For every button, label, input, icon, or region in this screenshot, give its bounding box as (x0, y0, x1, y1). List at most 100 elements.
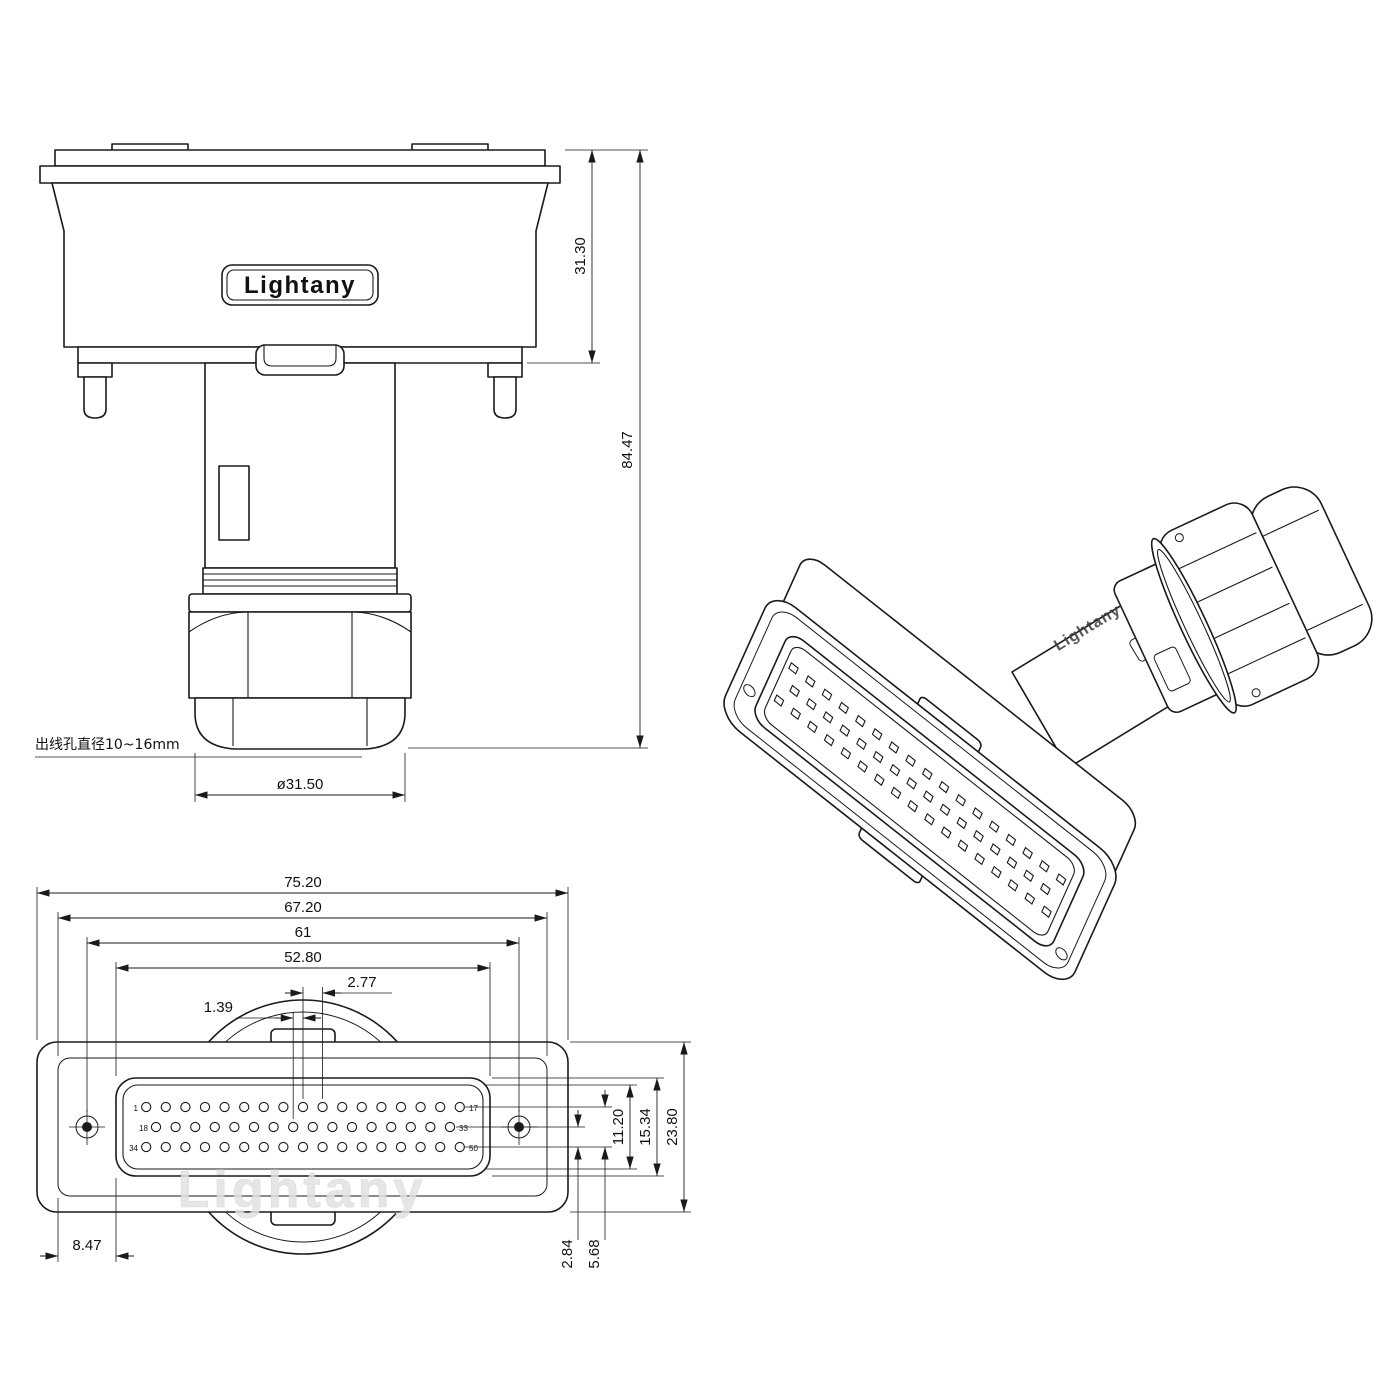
dim-edge-to-hole: 8.47 (72, 1237, 101, 1254)
pin (356, 1141, 367, 1153)
iso-pin (823, 712, 832, 723)
pin (435, 1101, 446, 1113)
pin-label-18: 18 (139, 1124, 148, 1133)
iso-pin (906, 755, 915, 766)
dim-row-gap: 2.84 (559, 1239, 576, 1268)
brand-plate (221, 264, 379, 306)
iso-pin (856, 716, 865, 727)
iso-insert-outer (751, 630, 1088, 952)
front-view-body: 1 17 18 33 34 50 (36, 999, 569, 1255)
ext-2-77 (302, 987, 323, 1099)
pin (229, 1121, 240, 1133)
iso-gland-clip-window (1153, 646, 1191, 692)
iso-pin (790, 686, 799, 697)
iso-pin (1024, 870, 1033, 881)
iso-pin (940, 804, 949, 815)
pin (307, 1121, 318, 1133)
iso-pin (841, 748, 850, 759)
dim-row-span: 5.68 (586, 1239, 603, 1268)
dim-overall-width: 75.20 (284, 874, 322, 891)
iso-pin (857, 738, 866, 749)
iso-pin (958, 840, 967, 851)
iso-pin (1007, 857, 1016, 868)
pin (150, 1121, 162, 1133)
side-view-dimensions: 31.30 84.47 ø31.50 出线孔直径10~16mm (35, 149, 648, 802)
brand-plate-inner (226, 269, 374, 301)
iso-pin (907, 778, 916, 789)
iso-pin (891, 787, 900, 798)
pin (258, 1101, 269, 1113)
iso-pin (789, 663, 798, 674)
pin (180, 1101, 191, 1113)
iso-pin (1040, 861, 1049, 872)
dim-dome-diameter: ø31.50 (277, 776, 324, 793)
pin (337, 1101, 348, 1113)
top-cap (54, 149, 546, 167)
pin (395, 1141, 407, 1153)
pin (199, 1141, 211, 1153)
pin (141, 1101, 152, 1113)
ext-8-47 (57, 1178, 117, 1262)
iso-screw-left (742, 682, 757, 699)
pin-field (141, 1101, 465, 1153)
side-view: Lightany 31.30 84.47 ø31.50 出线孔直径10~16mm (35, 143, 648, 802)
pin (444, 1121, 456, 1133)
pin (425, 1121, 436, 1133)
pin (258, 1141, 269, 1153)
pin (199, 1101, 211, 1113)
ext-75-20 (36, 887, 569, 1040)
pin (297, 1101, 309, 1113)
pin-label-34: 34 (129, 1144, 138, 1153)
iso-gland-rim (1150, 537, 1237, 714)
pin (170, 1121, 181, 1133)
iso-pin (808, 721, 817, 732)
iso-pin (974, 831, 983, 842)
iso-gland-screw-top (1174, 533, 1184, 543)
ext-2-84 (456, 1126, 612, 1148)
dim-insert-height: 15.34 (637, 1108, 654, 1146)
pin (346, 1121, 358, 1133)
mounting-hole-left (69, 1109, 105, 1145)
pin (415, 1101, 426, 1113)
iso-pin (840, 725, 849, 736)
pin (219, 1141, 230, 1153)
pin (160, 1141, 171, 1153)
iso-pin (923, 768, 932, 779)
iso-pin (1006, 834, 1015, 845)
brand-logo-text: Lightany (244, 272, 356, 299)
pin (268, 1121, 279, 1133)
pin (454, 1141, 465, 1153)
pin (366, 1121, 377, 1133)
pin (376, 1141, 387, 1153)
outlet-note: 出线孔直径10~16mm (35, 736, 180, 753)
hex-facet-lines (247, 612, 353, 698)
pin (209, 1121, 220, 1133)
gland-hex-nut (188, 611, 412, 699)
dim-mount-hole-spacing: 61 (295, 924, 312, 941)
iso-pin (806, 676, 815, 687)
gland-flange (188, 593, 412, 613)
pin (435, 1141, 446, 1153)
iso-pin (858, 761, 867, 772)
flange (39, 165, 561, 184)
watermark-text: Lightany (178, 1161, 427, 1219)
pin-label-50: 50 (469, 1144, 478, 1153)
iso-view: Lightany (713, 486, 1373, 999)
iso-pin (989, 821, 998, 832)
iso-screw-right (1054, 945, 1069, 962)
neck-clip (218, 465, 250, 541)
ext-lines-31-30 (527, 149, 648, 364)
iso-pin (908, 801, 917, 812)
iso-pin (807, 699, 816, 710)
iso-pin (1025, 893, 1034, 904)
thread-section (202, 567, 398, 595)
iso-pin (839, 702, 848, 713)
pin (405, 1121, 416, 1133)
side-view-body: Lightany (39, 143, 561, 750)
pin (327, 1121, 338, 1133)
peg-left (83, 376, 107, 419)
outlet-hole-lines (232, 698, 368, 746)
iso-pin (890, 765, 899, 776)
ext-52-80 (115, 962, 491, 1076)
pin (190, 1121, 201, 1133)
